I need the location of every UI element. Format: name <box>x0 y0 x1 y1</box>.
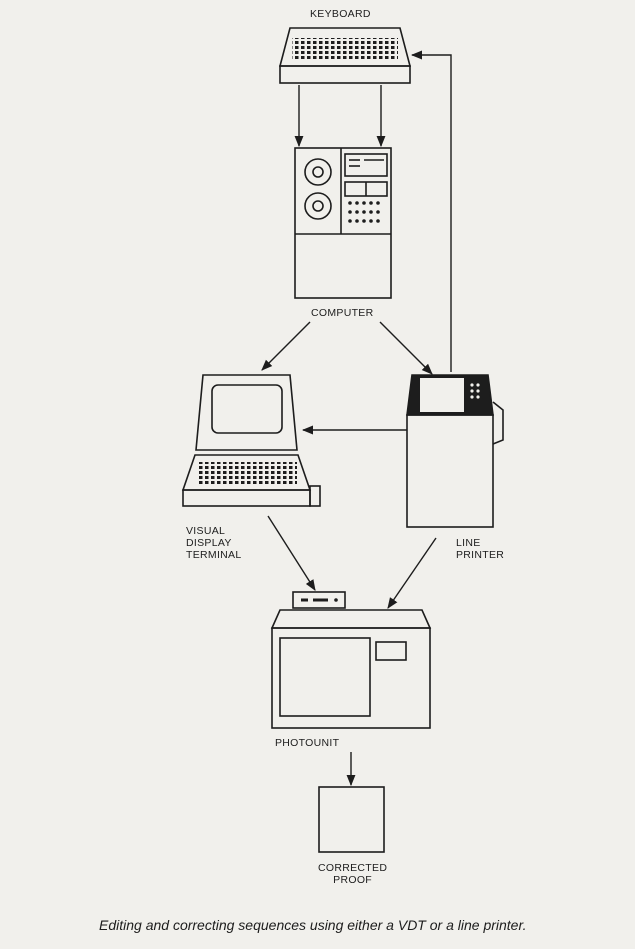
arrow-computer-to-vdt <box>261 321 311 371</box>
keyboard-icon <box>278 27 412 84</box>
corrected-proof-label: CORRECTED PROOF <box>318 862 387 886</box>
arrow-computer-to-printer <box>379 321 433 375</box>
line-printer-label-line2: PRINTER <box>456 549 505 561</box>
photounit-label: PHOTOUNIT <box>275 737 340 749</box>
vdt-icon <box>181 374 321 507</box>
corrected-proof-label-line2: PROOF <box>333 874 373 886</box>
line-printer-icon <box>406 374 504 528</box>
arrow-printer-to-photounit <box>387 537 437 609</box>
figure-caption: Editing and correcting sequences using e… <box>99 917 527 933</box>
line-printer-label-line1: LINE <box>456 537 481 549</box>
corrected-proof-sheet-icon <box>318 786 385 853</box>
corrected-proof-label-line1: CORRECTED <box>318 862 388 874</box>
arrow-printer-to-keyboard <box>410 50 452 372</box>
arrow-vdt-to-photounit <box>267 515 316 591</box>
keyboard-label: KEYBOARD <box>310 8 371 20</box>
photounit-icon <box>270 591 432 729</box>
line-printer-label: LINE PRINTER <box>456 537 504 561</box>
computer-label: COMPUTER <box>311 307 374 319</box>
vdt-label-line3: TERMINAL <box>186 549 242 561</box>
vdt-label: VISUAL DISPLAY TERMINAL <box>186 525 242 561</box>
computer-icon <box>294 147 392 299</box>
vdt-label-line2: DISPLAY <box>186 537 232 549</box>
vdt-label-line1: VISUAL <box>186 525 226 537</box>
